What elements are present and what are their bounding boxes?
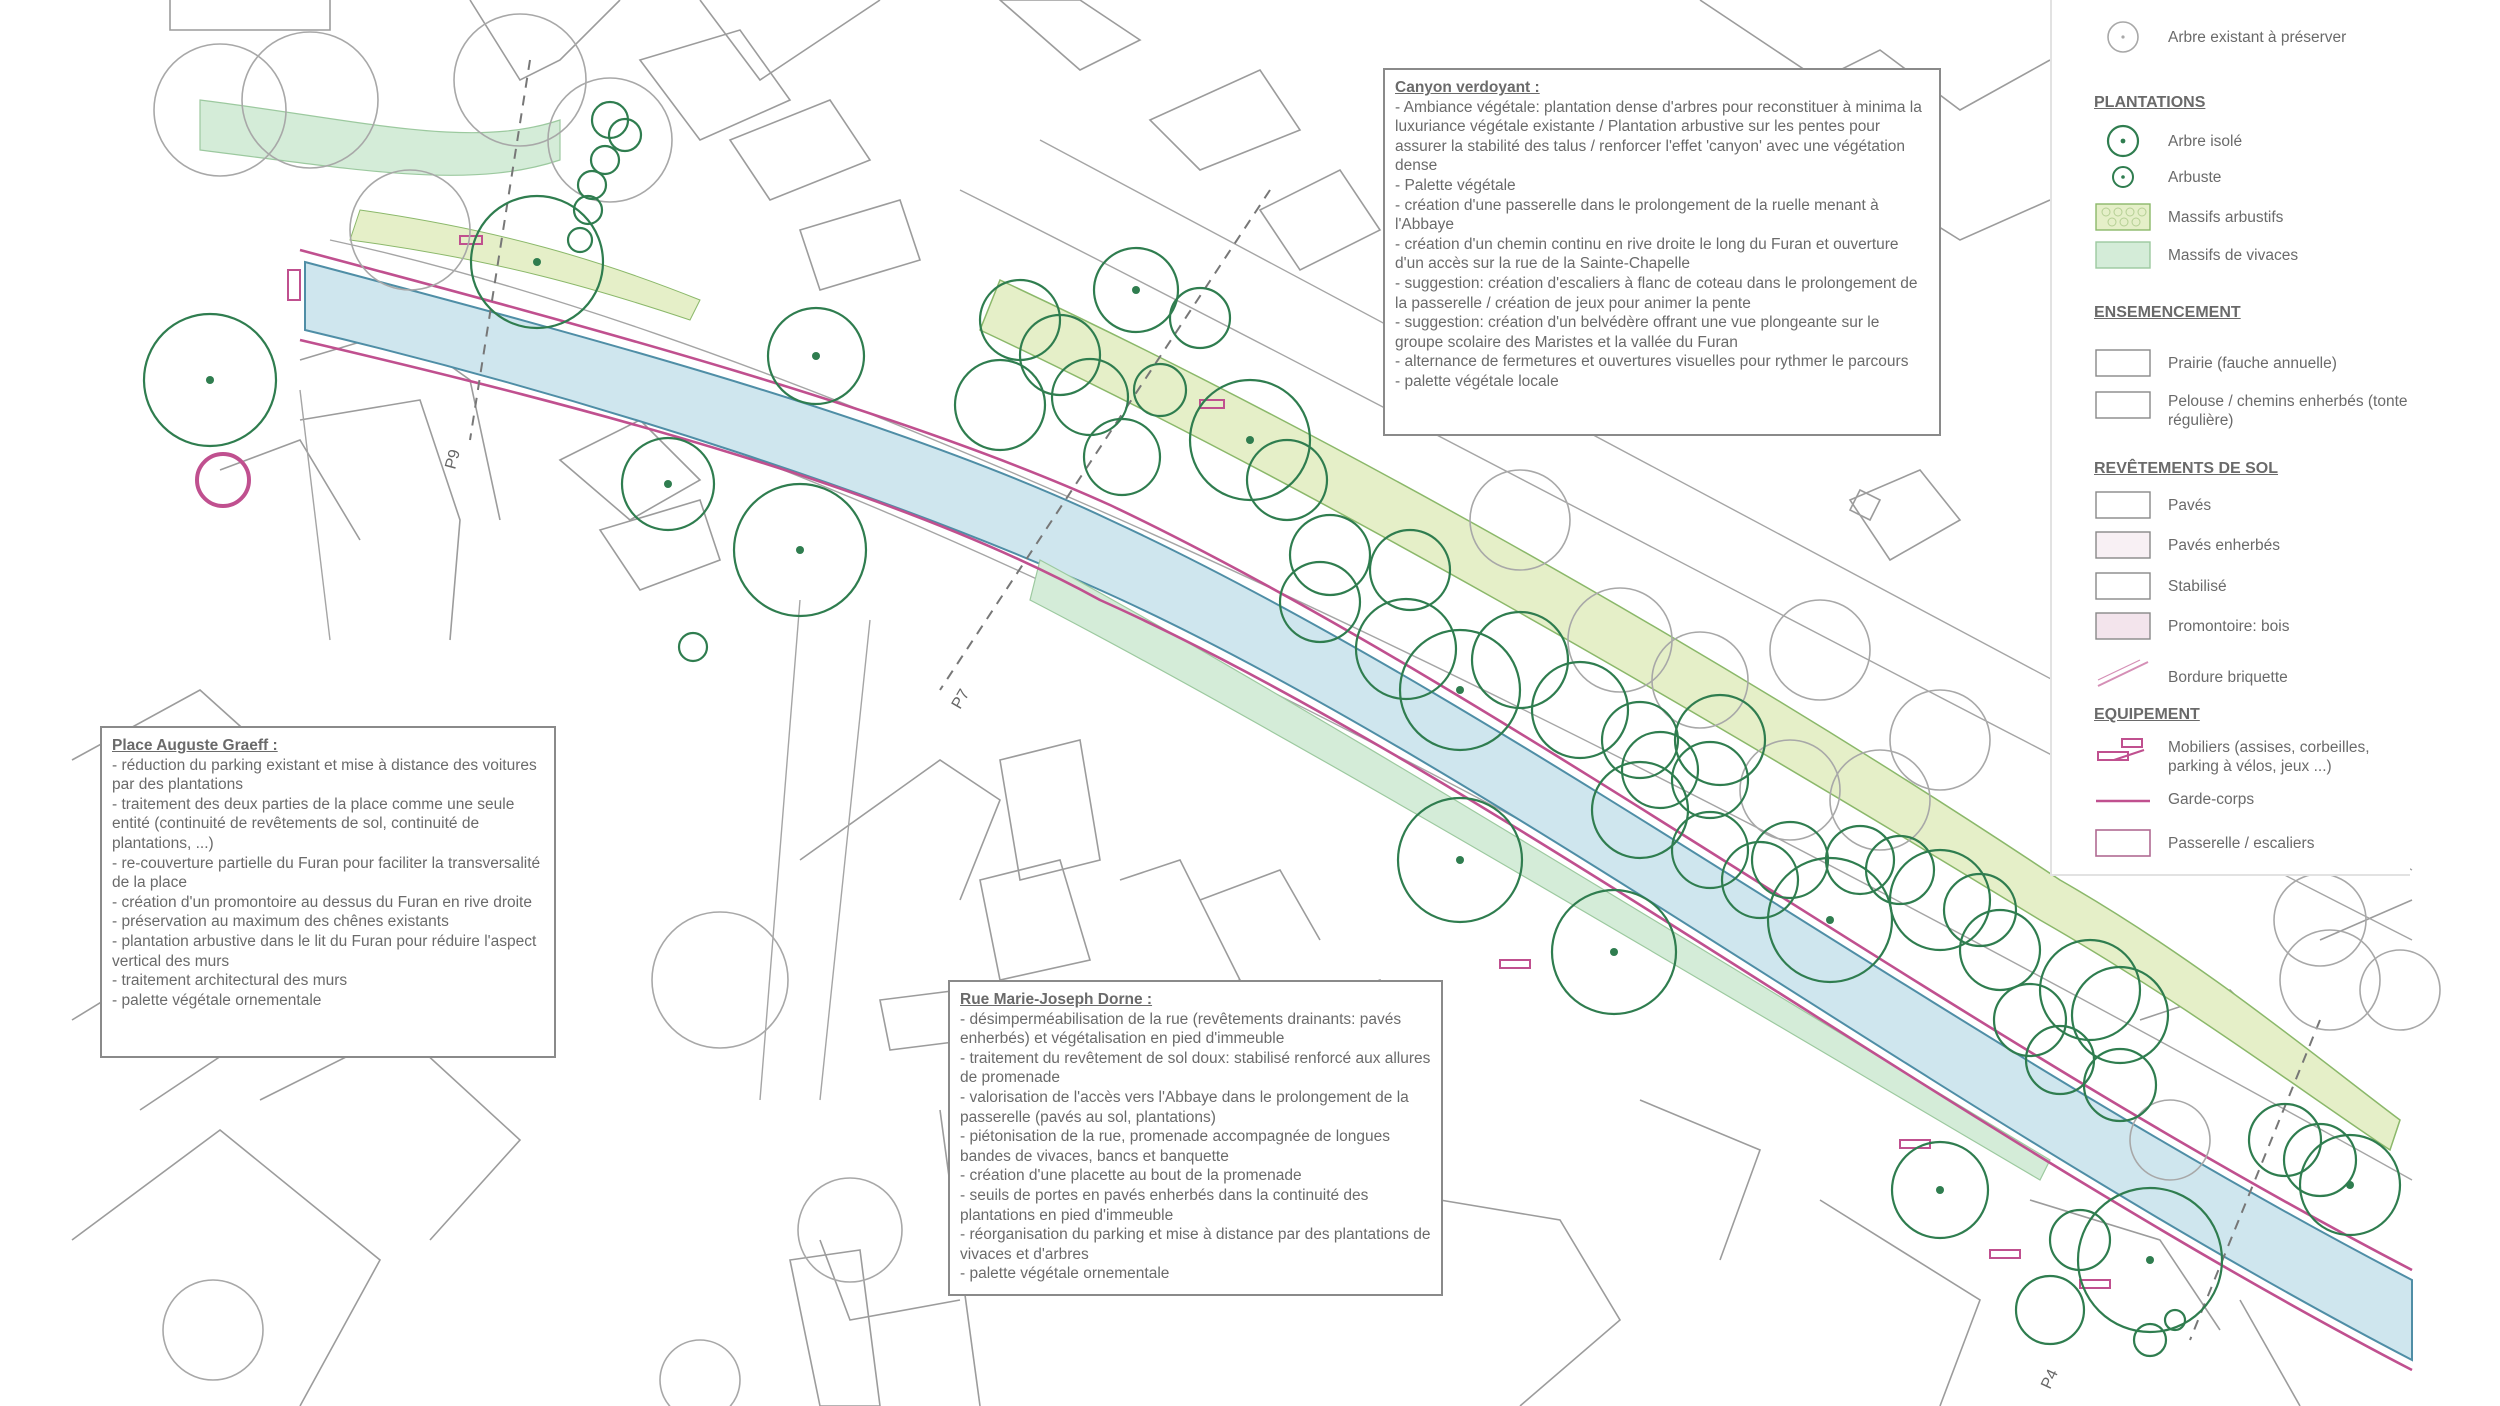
brick-border-icon (2097, 659, 2149, 687)
map-label-p9: P9 (442, 448, 464, 471)
legend-item-stabilise: Stabilisé (2094, 569, 2414, 609)
legend-label: Arbre existant à préserver (2168, 29, 2347, 46)
legend-item-tree-existing: Arbre existant à préserver (2094, 20, 2414, 60)
section-lines (469, 59, 2321, 1341)
legend-item-shrub: Arbuste (2094, 160, 2414, 200)
promontoire-swatch (2095, 612, 2151, 640)
legend-label: Promontoire: bois (2168, 618, 2290, 635)
paves-enherbes-swatch (2095, 531, 2151, 559)
legend-label: Bordure briquette (2168, 669, 2288, 686)
legend-heading-equipement: EQUIPEMENT (2094, 706, 2200, 723)
legend-heading-plantations: PLANTATIONS (2094, 94, 2206, 111)
legend-item-paves-enherbes: Pavés enherbés (2094, 528, 2414, 568)
legend-item-shrub-mass: Massifs arbustifs (2094, 200, 2414, 240)
legend-item-bordure: Bordure briquette (2094, 656, 2414, 696)
note-canyon-line: - palette végétale locale (1395, 372, 1559, 390)
note-canyon-line: - création d'une passerelle dans le prol… (1395, 196, 1879, 234)
planting-bands (199, 99, 2401, 1181)
note-canyon-line: - alternance de fermetures et ouvertures… (1395, 353, 1909, 371)
note-place-line: - palette végétale ornementale (112, 991, 322, 1009)
tree-isolated-icon (2106, 124, 2140, 158)
note-canyon-line: - suggestion: création d'escaliers à fla… (1395, 274, 1918, 312)
legend-item-passerelle: Passerelle / escaliers (2094, 826, 2414, 866)
legend-label: Prairie (fauche annuelle) (2168, 355, 2337, 372)
planted-trees (142, 100, 2402, 1358)
legend-item-prairie: Prairie (fauche annuelle) (2094, 346, 2414, 386)
pelouse-swatch (2095, 391, 2151, 419)
note-rue-line: - piétonisation de la rue, promenade acc… (960, 1128, 1390, 1165)
furniture-marks (287, 235, 2111, 1289)
note-place-line: - traitement architectural des murs (112, 972, 348, 990)
note-place-line: - re-couverture partielle du Furan pour … (112, 854, 541, 892)
note-place-line: - plantation arbustive dans le lit du Fu… (112, 932, 537, 970)
note-rue-line: - palette végétale ornementale (960, 1265, 1170, 1283)
paves-swatch (2095, 491, 2151, 519)
garde-corps-lines (299, 248, 2413, 1372)
note-rue-title: Rue Marie-Joseph Dorne : (960, 991, 1153, 1008)
legend-item-paves: Pavés (2094, 488, 2414, 528)
tree-existing-icon (2107, 21, 2139, 53)
legend-item-pelouse: Pelouse / chemins enherbés (tonte réguli… (2094, 388, 2414, 434)
tree-centres (206, 258, 2354, 1264)
legend-label: Garde-corps (2168, 791, 2255, 808)
perennial-mass-swatch (2095, 241, 2151, 269)
note-place-line: - création d'un promontoire au dessus du… (112, 893, 532, 911)
map-label-p4: P4 (2038, 1367, 2062, 1392)
note-rue-line: - désimperméabilisation de la rue (revêt… (960, 1010, 1402, 1048)
legend-label: Passerelle / escaliers (2168, 835, 2315, 852)
legend-label: Massifs arbustifs (2168, 209, 2284, 226)
legend-label: Stabilisé (2168, 578, 2227, 595)
legend-item-promontoire: Promontoire: bois (2094, 609, 2414, 649)
note-rue-marie-joseph-dorne: Rue Marie-Joseph Dorne : - désimperméabi… (948, 980, 1443, 1296)
legend-item-mobiliers: Mobiliers (assises, corbeilles, parking … (2094, 736, 2414, 780)
legend-label: Pavés (2168, 497, 2212, 514)
legend-label: Arbre isolé (2168, 133, 2243, 150)
note-canyon-line: - création d'un chemin continu en rive d… (1395, 235, 1899, 273)
legend-label: Arbuste (2168, 169, 2222, 186)
prairie-swatch (2095, 349, 2151, 377)
shrub-mass-swatch (2095, 203, 2151, 231)
legend-item-garde-corps: Garde-corps (2094, 784, 2414, 824)
note-canyon-line: - Ambiance végétale: plantation dense d'… (1395, 98, 1922, 175)
note-canyon-line: - suggestion: création d'un belvédère of… (1395, 314, 1880, 351)
note-place-line: - préservation au maximum des chênes exi… (112, 913, 449, 931)
furan-river (304, 260, 2413, 1362)
existing-trees (153, 13, 2441, 1406)
note-rue-lines: - désimperméabilisation de la rue (revêt… (960, 1010, 1431, 1284)
note-rue-line: - seuils de portes en pavés enherbés dan… (960, 1186, 1369, 1224)
legend-label: Pelouse / chemins enherbés (tonte réguli… (2168, 393, 2408, 429)
map-legend: Arbre existant à préserver PLANTATIONS A… (2050, 0, 2410, 876)
note-canyon-title: Canyon verdoyant : (1395, 79, 1540, 96)
legend-label: Pavés enherbés (2168, 537, 2281, 554)
note-canyon-lines: - Ambiance végétale: plantation dense d'… (1395, 98, 1929, 392)
note-place-line: - réduction du parking existant et mise … (112, 756, 537, 794)
legend-heading-revetements: REVÊTEMENTS DE SOL (2094, 460, 2279, 477)
legend-heading-ensemencement: ENSEMENCEMENT (2094, 304, 2241, 321)
note-rue-line: - création d'une placette au bout de la … (960, 1167, 1302, 1185)
note-rue-line: - valorisation de l'accès vers l'Abbaye … (960, 1088, 1409, 1126)
legend-label: Mobiliers (assises, corbeilles, parking … (2168, 739, 2370, 775)
stabilise-swatch (2095, 572, 2151, 600)
legend-item-perennial-mass: Massifs de vivaces (2094, 238, 2414, 278)
furniture-icon (2097, 738, 2145, 761)
note-place-lines: - réduction du parking existant et mise … (112, 756, 544, 1011)
shrub-icon (2112, 166, 2134, 188)
legend-item-tree-isolated: Arbre isolé (2094, 124, 2414, 164)
roundabout (195, 452, 251, 508)
note-place-title: Place Auguste Graeff : (112, 737, 278, 754)
note-place-auguste-graeff: Place Auguste Graeff : - réduction du pa… (100, 726, 556, 1058)
railing-icon (2096, 799, 2150, 803)
note-canyon-verdoyant: Canyon verdoyant : - Ambiance végétale: … (1383, 68, 1941, 436)
note-rue-line: - réorganisation du parking et mise à di… (960, 1226, 1431, 1263)
note-rue-line: - traitement du revêtement de sol doux: … (960, 1049, 1431, 1087)
passerelle-swatch (2095, 829, 2151, 857)
note-canyon-line: - Palette végétale (1395, 176, 1516, 194)
note-place-line: - traitement des deux parties de la plac… (112, 795, 515, 852)
legend-label: Massifs de vivaces (2168, 247, 2299, 264)
